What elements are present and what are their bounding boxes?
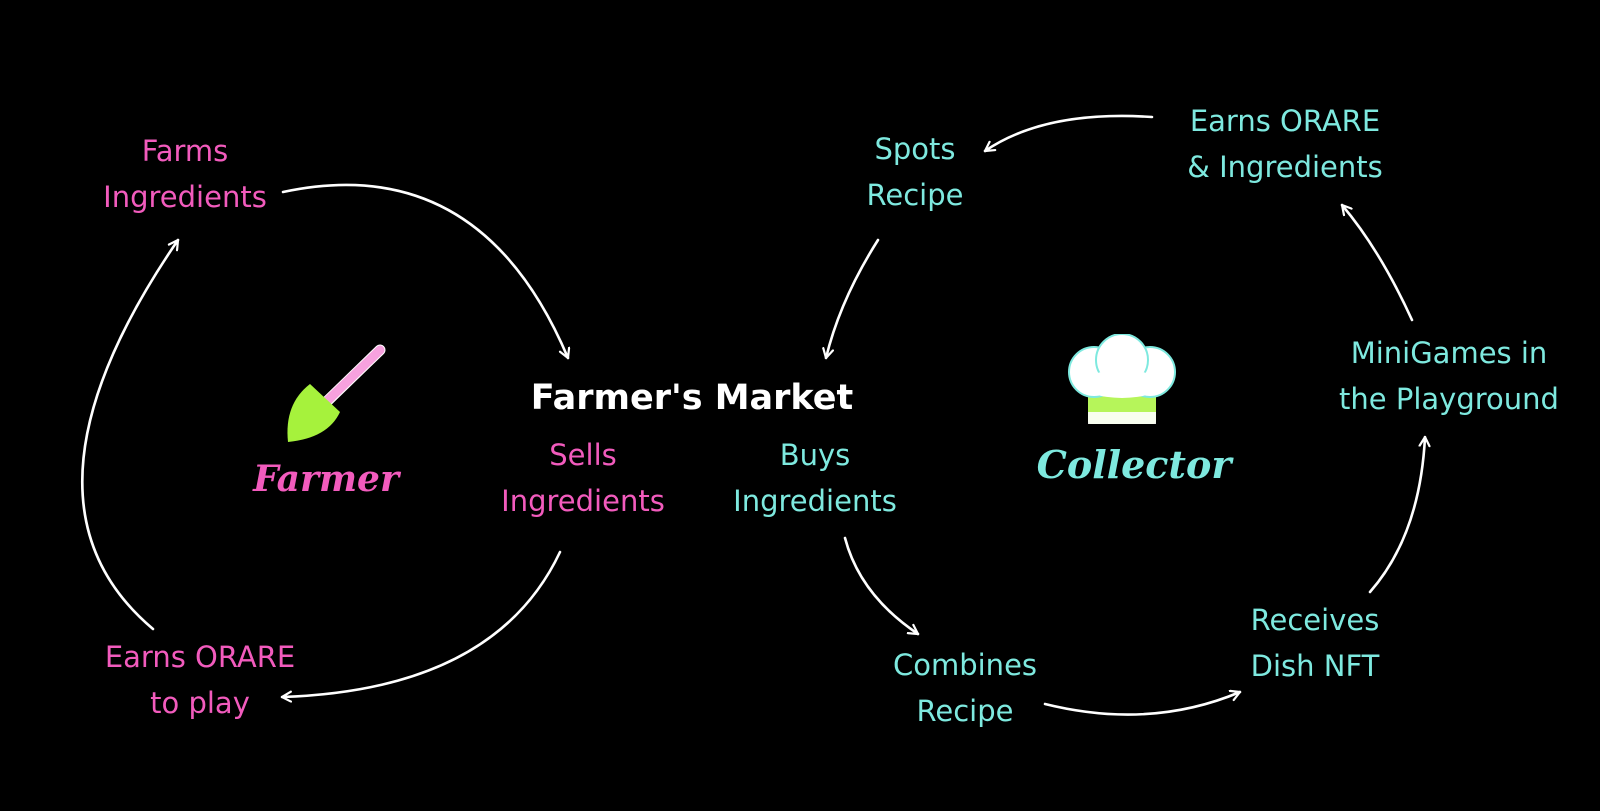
shovel-icon: [287, 344, 386, 442]
buys-ingredients-label: Buys Ingredients: [733, 438, 897, 518]
arrow-minigames-to-earns: [1340, 203, 1414, 322]
receives-dish-nft-label: Receives Dish NFT: [1250, 603, 1380, 683]
earns-orare-to-play-label: Earns ORARE to play: [104, 640, 296, 720]
chef-hat-icon: [1068, 334, 1176, 424]
arrow-earns-to-farms: [80, 238, 180, 631]
collector-role-label: Collector: [1036, 442, 1232, 487]
spots-recipe-label: Spots Recipe: [866, 132, 964, 212]
farms-ingredients-label: Farms Ingredients: [103, 134, 267, 214]
farmers-market-label: Farmer's Market: [530, 378, 854, 418]
earns-orare-ingredients-label: Earns ORARE & Ingredients: [1187, 104, 1383, 184]
sells-ingredients-label: Sells Ingredients: [501, 438, 665, 518]
arrow-sells-to-earns: [280, 550, 562, 697]
farmer-role-label: Farmer: [253, 458, 399, 500]
arrow-farms-to-market: [281, 183, 568, 360]
arrow-combines-to-receives: [1043, 692, 1242, 716]
arrow-buys-to-combines: [843, 536, 920, 636]
arrow-spots-to-market: [826, 238, 880, 360]
arrow-earns-to-spots: [983, 114, 1154, 153]
minigames-label: MiniGames in the Playground: [1339, 336, 1559, 416]
arrow-receives-to-minigames: [1368, 435, 1425, 594]
combines-recipe-label: Combines Recipe: [892, 648, 1038, 728]
